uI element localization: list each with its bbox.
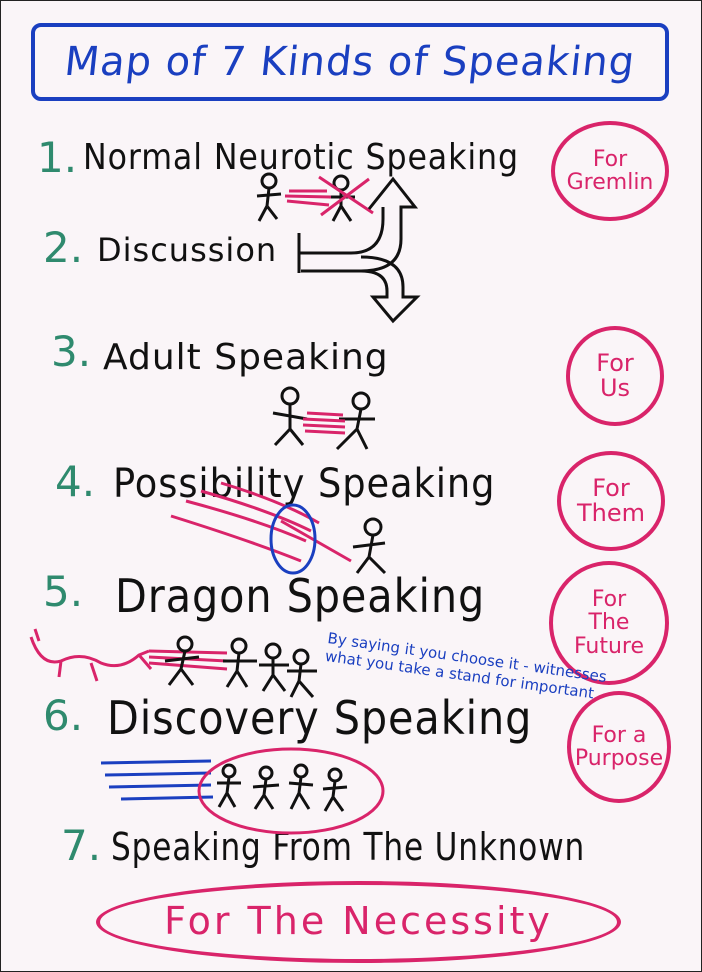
discovery-ellipse xyxy=(197,747,385,835)
adult-lines xyxy=(302,411,346,435)
item-number: 3. xyxy=(51,327,92,376)
item-label-adult: Adult Speaking xyxy=(103,337,389,378)
necessity-label: For The Necessity xyxy=(164,899,553,943)
possibility-circle xyxy=(269,503,317,575)
item-number: 7. xyxy=(61,821,102,870)
item-number: 5. xyxy=(43,567,84,616)
circle-for-a-purpose: For a Purpose xyxy=(567,691,671,803)
title-box: Map of 7 Kinds of Speaking xyxy=(31,23,669,101)
discovery-figures xyxy=(217,763,348,812)
dragon-figures xyxy=(164,635,317,698)
necessity-ellipse: For The Necessity xyxy=(96,881,621,963)
adult-figures xyxy=(272,386,375,451)
dragon-sketch xyxy=(29,628,228,682)
item-label-possibility: Possibility Speaking xyxy=(113,461,496,507)
item-label-unknown: Speaking From The Unknown xyxy=(111,825,586,869)
item-number: 6. xyxy=(43,691,84,740)
item-label-normal-neurotic: Normal Neurotic Speaking xyxy=(83,137,519,178)
possibility-rays xyxy=(170,481,352,563)
item-number: 2. xyxy=(43,223,84,272)
circle-for-the-future: For The Future xyxy=(549,561,669,685)
item-label-discovery: Discovery Speaking xyxy=(107,691,533,745)
item-number: 4. xyxy=(55,457,96,506)
gremlin-lines xyxy=(284,175,374,217)
possibility-figure xyxy=(352,517,387,575)
item-number: 1. xyxy=(37,133,78,182)
item-label-discussion: Discussion xyxy=(97,231,278,269)
circle-for-gremlin: For Gremlin xyxy=(551,121,669,221)
circle-for-us: For Us xyxy=(566,326,664,426)
item-label-dragon: Dragon Speaking xyxy=(115,569,486,623)
fork-arrow xyxy=(297,176,421,324)
discovery-speed-lines xyxy=(100,759,214,801)
circle-for-them: For Them xyxy=(557,451,665,551)
